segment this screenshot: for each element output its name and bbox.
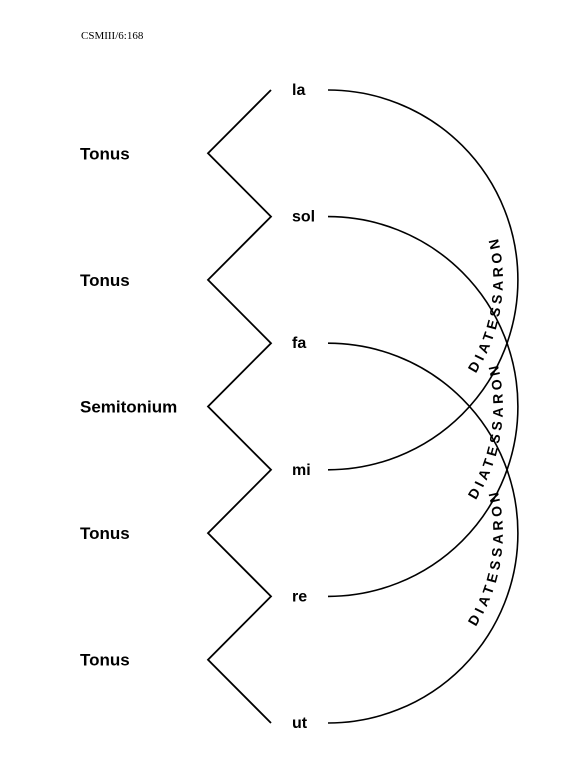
zigzag-line (206, 89, 273, 724)
interval-label-1: Tonus (80, 271, 130, 290)
arc-2 (327, 342, 519, 724)
arc-0 (327, 89, 519, 471)
syllable-mi: mi (292, 462, 311, 479)
interval-label-4: Tonus (80, 651, 130, 670)
arc-1 (327, 215, 519, 598)
interval-label-3: Tonus (80, 524, 130, 543)
arc-label-1: DIATESSARON (465, 360, 506, 501)
reference-label: CSMIII/6:168 (81, 30, 144, 42)
syllable-re: re (292, 588, 307, 605)
arc-label-0: DIATESSARON (465, 234, 506, 375)
solmization-syllables: la sol fa mi re ut (292, 82, 315, 732)
syllable-fa: fa (292, 335, 306, 352)
interval-zigzag (206, 89, 273, 724)
arc-label-2: DIATESSARON (465, 487, 506, 628)
syllable-sol: sol (292, 209, 315, 226)
interval-label-2: Semitonium (80, 398, 177, 417)
syllable-la: la (292, 82, 305, 99)
interval-label-0: Tonus (80, 144, 130, 163)
syllable-ut: ut (292, 715, 308, 732)
